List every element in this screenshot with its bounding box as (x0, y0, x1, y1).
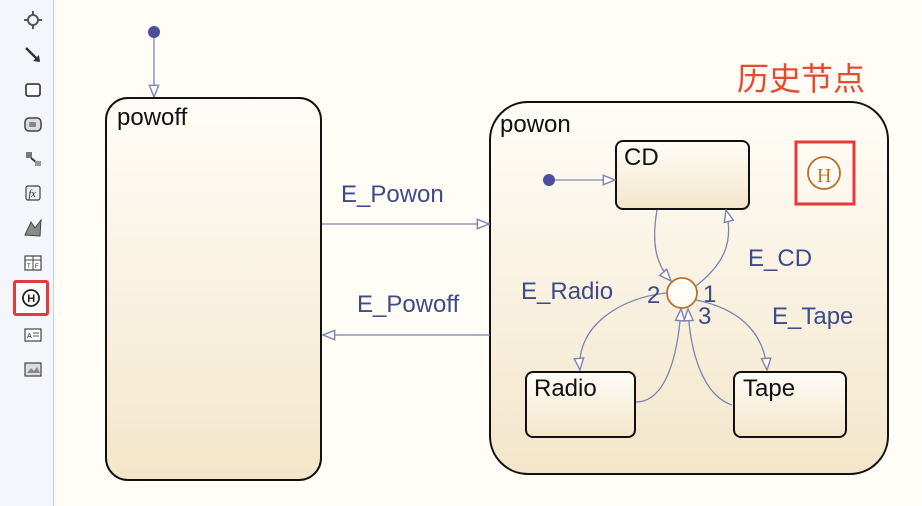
transition-e-tape-label: E_Tape (772, 303, 853, 330)
box-icon[interactable] (18, 109, 48, 139)
state-radio-label: Radio (534, 375, 597, 402)
transition-e-powon-label: E_Powon (341, 181, 444, 208)
state-powoff[interactable] (105, 97, 322, 481)
state-cd-label: CD (624, 144, 659, 171)
svg-text:fx: fx (29, 189, 37, 200)
connective-junction[interactable] (666, 277, 698, 309)
junction-order-1: 1 (703, 281, 716, 308)
zoom-fit-icon[interactable] (18, 5, 48, 35)
junction-order-2: 2 (647, 282, 660, 309)
default-transition-dot-top (148, 26, 160, 38)
transition-e-tape[interactable] (695, 299, 767, 370)
state-powon-label: powon (500, 111, 571, 138)
history-junction-symbol: H (817, 165, 831, 187)
svg-text:H: H (27, 293, 35, 305)
svg-text:A: A (27, 333, 32, 340)
state-icon[interactable] (18, 75, 48, 105)
transition-e-powoff-label: E_Powoff (357, 291, 460, 318)
history-junction-icon[interactable] (807, 156, 841, 190)
transition-arrow-icon[interactable] (18, 40, 48, 70)
transition-e-radio[interactable] (580, 292, 667, 370)
svg-text:F: F (35, 264, 39, 270)
transition-e-radio-label: E_Radio (521, 278, 613, 305)
function-icon[interactable]: fx (18, 178, 48, 208)
image-icon[interactable] (18, 354, 48, 384)
transition-cd-to-junction[interactable] (653, 209, 671, 281)
history-node-annotation: 历史节点 (737, 60, 865, 98)
state-powoff-label: powoff (117, 104, 188, 131)
state-radio[interactable] (525, 371, 636, 438)
stateflow-diagram: powoff powon E_Powon E_Powoff CD Radio T… (105, 26, 889, 481)
svg-text:T: T (27, 264, 31, 270)
transition-tape-to-junction[interactable] (688, 309, 733, 406)
transition-radio-to-junction[interactable] (635, 309, 681, 403)
default-transition-dot-inner (543, 174, 555, 186)
state-tape[interactable] (733, 371, 847, 438)
chart-canvas[interactable]: powoff powon E_Powon E_Powoff CD Radio T… (54, 0, 922, 506)
history-highlight-box (794, 140, 856, 206)
transition-e-cd-label: E_CD (748, 245, 812, 272)
simulink-function-icon[interactable] (18, 213, 48, 243)
default-transition-icon[interactable] (18, 143, 48, 173)
transition-e-cd[interactable] (695, 210, 729, 287)
history-junction-icon[interactable]: H (13, 280, 49, 316)
junction-order-3: 3 (698, 303, 711, 330)
annotation-icon[interactable]: A (18, 320, 48, 350)
state-tape-label: Tape (743, 375, 795, 402)
